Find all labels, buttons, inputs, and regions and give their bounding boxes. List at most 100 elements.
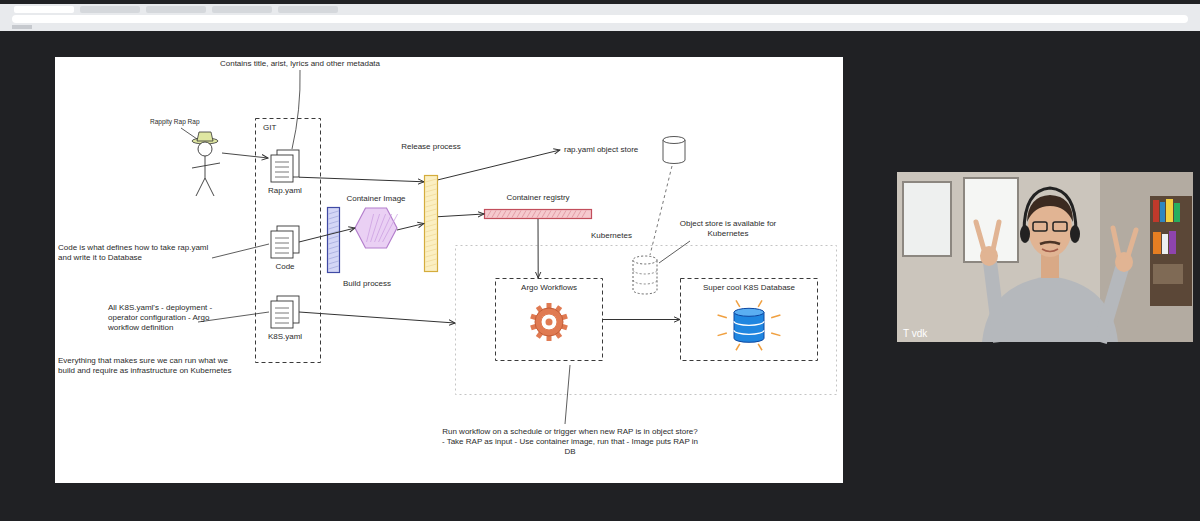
webcam-book: [1153, 200, 1159, 222]
flow-arrow: [299, 177, 424, 182]
image-hexagon: Container Image: [355, 208, 397, 248]
registry-bar: Container registry: [484, 209, 592, 219]
hatch-line: [577, 211, 581, 218]
hatch-line: [426, 249, 437, 252]
node-label: Rap.yaml: [261, 186, 309, 196]
page-line: [275, 313, 289, 314]
database-top: [734, 308, 764, 316]
hatch-line: [537, 211, 541, 218]
shape-outline: [355, 208, 397, 248]
flow-arrow: [299, 228, 355, 242]
figure-leg: [205, 178, 214, 196]
page-line: [275, 167, 289, 168]
hat-crown: [197, 132, 213, 141]
flow-arrow: [299, 312, 455, 323]
glow-ray: [771, 333, 780, 336]
webcam-wall: [897, 172, 1193, 342]
node-label: K8S.yaml: [261, 332, 309, 342]
glow-ray: [736, 300, 740, 306]
node-label: Argo Workflows: [495, 283, 603, 293]
hatch-line: [426, 214, 437, 217]
webcam-bookshelf: [1150, 196, 1192, 306]
hatch-line: [426, 184, 437, 187]
hatch-line: [542, 211, 546, 218]
person-fingers: [1113, 228, 1136, 256]
shape-outline: [327, 207, 340, 273]
browser-tab: [14, 6, 74, 13]
page-line: [275, 248, 289, 249]
hatch-line: [497, 211, 501, 218]
page-front: [271, 231, 293, 258]
callout-note: Object store is available for Kubernetes: [678, 219, 778, 239]
dashed-border: [496, 279, 603, 361]
hatch-line: [507, 211, 511, 218]
hatch-line: [426, 264, 437, 267]
page-front: [271, 155, 293, 182]
hatch-line: [329, 231, 339, 234]
webcam-book: [1166, 199, 1173, 222]
database-box: Super cool K8S Database: [680, 278, 818, 361]
webcam-window: [964, 178, 1018, 262]
hatch-line: [329, 241, 339, 244]
callout-note: Everything that makes sure we can run wh…: [58, 356, 240, 376]
page-line: [275, 243, 289, 244]
object-store: rap.yaml object store: [560, 136, 686, 164]
hatch-line: [426, 234, 437, 237]
hatch-line: [487, 211, 491, 218]
hatch-line: [329, 226, 339, 229]
webcam-wall-shade: [1100, 172, 1193, 342]
process-bar: Release process: [424, 175, 438, 272]
hatch-line: [329, 266, 339, 269]
node-label: Super cool K8S Database: [680, 283, 818, 293]
hatch-line: [375, 214, 386, 242]
bar-shape: [425, 176, 438, 272]
leader-line: [659, 241, 690, 263]
document-icon: Rap.yaml: [271, 150, 299, 182]
database-band: [734, 321, 764, 334]
webcam-book: [1160, 202, 1165, 222]
person-glasses: [1053, 222, 1067, 231]
shape-outline: [484, 209, 592, 219]
flow-arrow: [438, 150, 560, 180]
shape-outline: [424, 175, 438, 272]
hatch-line: [329, 256, 339, 259]
shape-outline: [271, 226, 299, 258]
hatch-line: [572, 211, 576, 218]
flow-arrow: [603, 319, 680, 320]
hatch-line: [329, 261, 339, 264]
whiteboard: [55, 57, 843, 483]
glow-ray: [718, 333, 727, 336]
dashed-border: [256, 119, 321, 363]
person-mustache: [1040, 242, 1060, 244]
callout-note: All K8S.yaml's - deployment - operator c…: [108, 303, 213, 333]
person-hair: [1027, 195, 1073, 222]
workflow-box: Argo Workflows: [495, 278, 603, 361]
cluster-region: KubernetesArgo WorkflowsSuper cool K8S D…: [455, 245, 837, 395]
shape-outline: [271, 296, 299, 328]
object-store-symbol: [633, 260, 657, 294]
bookmark-bar: [12, 25, 32, 29]
browser-tab: [212, 6, 272, 13]
hatch-line: [383, 214, 398, 242]
webcam-book: [1153, 232, 1161, 254]
browser-tab: [80, 6, 140, 13]
page-line: [275, 318, 289, 319]
person-arm: [1100, 268, 1122, 342]
gear-ring: [541, 314, 557, 330]
hatch-line: [329, 246, 339, 249]
hatch-line: [371, 214, 380, 242]
browser-chrome: [0, 4, 1200, 31]
person-headphones: [1020, 225, 1030, 243]
glow-ray: [736, 344, 740, 350]
hatch-line: [426, 209, 437, 212]
person-headphones: [1024, 188, 1076, 232]
browser-tab: [278, 6, 338, 13]
glow-ray: [758, 344, 762, 350]
document-icon: K8S.yaml: [271, 296, 299, 328]
group-box: GITRap.yamlCodeK8S.yaml: [255, 118, 321, 363]
webcam-book: [1162, 234, 1168, 254]
webcam-window: [903, 182, 951, 256]
dashed-link: [650, 166, 672, 255]
